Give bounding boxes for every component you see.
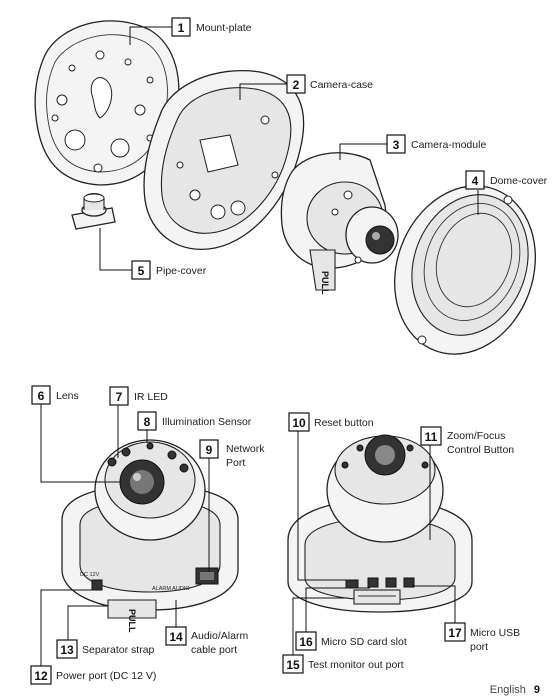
callout-5: 5 Pipe-cover — [131, 260, 207, 280]
callout-10: 10 Reset button — [288, 412, 374, 432]
callout-3: 3 Camera-module — [386, 134, 486, 154]
svg-text:5: 5 — [138, 264, 145, 278]
label-dome-cover: Dome-cover — [490, 175, 548, 187]
label-test-monitor-out: Test monitor out port — [308, 659, 404, 671]
callout-17: 17 Micro USB port — [444, 622, 520, 653]
svg-text:7: 7 — [116, 390, 123, 404]
callout-11: 11 Zoom/Focus Control Button — [420, 426, 514, 456]
label-zoom-focus-line2: Control Button — [447, 444, 514, 456]
page-number: 9 — [533, 684, 540, 696]
callout-14: 14 Audio/Alarm cable port — [165, 626, 248, 656]
callout-16: 16 Micro SD card slot — [295, 631, 407, 651]
label-mount-plate: Mount-plate — [196, 22, 252, 34]
camera-case-drawing — [143, 70, 305, 250]
callout-7: 7 IR LED — [109, 386, 168, 406]
callout-8: 8 Illumination Sensor — [137, 411, 252, 431]
svg-text:17: 17 — [448, 626, 462, 640]
callout-15: 15 Test monitor out port — [282, 654, 404, 674]
callout-9: 9 Network Port — [199, 439, 265, 469]
label-reset-button: Reset button — [314, 417, 374, 429]
svg-text:16: 16 — [299, 635, 313, 649]
dome-cover-drawing — [394, 185, 536, 355]
label-audio-alarm-line2: cable port — [191, 644, 237, 656]
camera-module-drawing: PULL — [280, 152, 399, 295]
pipe-cover-drawing — [71, 192, 116, 230]
svg-text:12: 12 — [34, 669, 48, 683]
leader-lines — [40, 26, 479, 666]
label-power-port: Power port (DC 12 V) — [56, 670, 156, 682]
camera-front-view: DC 12V ALARM AUDIO PULL — [61, 439, 239, 633]
label-lens: Lens — [56, 390, 79, 402]
label-camera-module: Camera-module — [411, 139, 486, 151]
label-pipe-cover: Pipe-cover — [156, 265, 207, 277]
svg-text:8: 8 — [144, 415, 151, 429]
svg-text:14: 14 — [169, 630, 183, 644]
svg-text:6: 6 — [38, 389, 45, 403]
svg-text:15: 15 — [286, 658, 300, 672]
svg-text:13: 13 — [60, 643, 74, 657]
label-ir-led: IR LED — [134, 391, 168, 403]
callout-1: 1 Mount-plate — [171, 17, 252, 37]
callout-12: 12 Power port (DC 12 V) — [30, 665, 156, 685]
svg-text:9: 9 — [206, 443, 213, 457]
page-footer: English 9 — [490, 684, 540, 696]
callout-2: 2 Camera-case — [286, 74, 373, 94]
footer-language: English — [489, 684, 526, 696]
label-network-port-line1: Network — [226, 443, 265, 455]
label-audio-alarm-line1: Audio/Alarm — [191, 630, 248, 642]
dc12v-text: DC 12V — [80, 572, 100, 578]
label-network-port-line2: Port — [226, 457, 245, 469]
camera-side-view — [287, 434, 473, 613]
label-micro-usb-line2: port — [470, 641, 488, 653]
label-zoom-focus-line1: Zoom/Focus — [447, 430, 505, 442]
svg-text:11: 11 — [425, 430, 438, 444]
label-micro-sd-slot: Micro SD card slot — [321, 636, 407, 648]
svg-text:2: 2 — [293, 78, 300, 92]
label-camera-case: Camera-case — [310, 79, 373, 91]
callout-13: 13 Separator strap — [56, 639, 155, 659]
strap-pull-text: PULL — [320, 271, 330, 295]
callout-6: 6 Lens — [31, 385, 79, 405]
svg-text:1: 1 — [178, 21, 185, 35]
label-illumination-sensor: Illumination Sensor — [162, 416, 252, 428]
svg-text:4: 4 — [472, 174, 479, 188]
svg-text:10: 10 — [292, 416, 306, 430]
alarm-audio-text: ALARM AUDIO — [152, 586, 190, 592]
mount-plate-drawing — [34, 20, 180, 186]
label-separator-strap: Separator strap — [82, 644, 155, 656]
callout-4: 4 Dome-cover — [465, 170, 548, 190]
svg-text:3: 3 — [393, 138, 400, 152]
separator-pull-text: PULL — [127, 609, 137, 633]
label-micro-usb-line1: Micro USB — [470, 627, 520, 639]
